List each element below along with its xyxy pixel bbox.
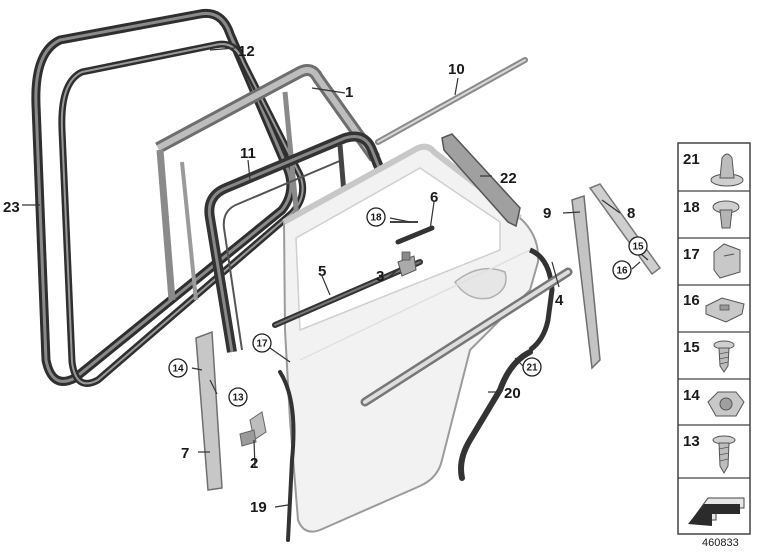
part-21-side-molding — [360, 267, 573, 407]
part-7-front-cover — [195, 330, 223, 491]
callout-2: 2 — [250, 455, 258, 472]
callout-20: 20 — [504, 385, 521, 402]
callout-10: 10 — [448, 61, 465, 78]
callout-19: 19 — [250, 499, 267, 516]
rivet-18-icon — [712, 200, 740, 229]
callout-17-circle: 17 — [256, 339, 268, 350]
part-5-beltline-strip — [272, 259, 423, 328]
callout-1: 1 — [345, 84, 353, 101]
legend-label-18: 18 — [683, 199, 700, 216]
diagram-id: 460833 — [702, 537, 739, 549]
callout-22: 22 — [500, 170, 517, 187]
callout-7: 7 — [181, 445, 189, 462]
legend-label-15: 15 — [683, 339, 700, 356]
part-20-rear-seal — [458, 349, 533, 481]
part-8-pillar-trim — [588, 183, 662, 276]
callout-23: 23 — [3, 199, 20, 216]
clip-21-icon — [710, 153, 744, 187]
screw-15-icon — [713, 340, 735, 373]
callout-18-circle: 18 — [370, 213, 382, 224]
legend-label-14: 14 — [683, 387, 700, 404]
part-4-edge-seal — [528, 247, 555, 353]
circled-callouts: 14 13 17 18 21 15 16 — [168, 207, 648, 407]
nut-14-icon — [707, 391, 745, 417]
callout-16-circle: 16 — [616, 266, 628, 277]
callout-5: 5 — [318, 263, 326, 280]
legend-label-17: 17 — [683, 246, 700, 263]
legend-label-13: 13 — [683, 433, 700, 450]
part-22-pillar-seal — [441, 133, 521, 228]
clip-nut-16-icon — [705, 297, 745, 323]
part-6-inner-strip — [395, 225, 435, 245]
callout-9: 9 — [543, 205, 551, 222]
callout-4: 4 — [555, 292, 564, 309]
part-2-bracket — [239, 411, 267, 447]
door-panel — [282, 143, 540, 533]
direction-arrow-icon — [688, 497, 745, 526]
callouts: 1 2 3 4 5 6 7 8 9 10 11 12 19 20 22 23 — [3, 43, 635, 516]
callout-8: 8 — [627, 205, 635, 222]
part-3-clip — [397, 251, 417, 277]
callout-12: 12 — [238, 43, 255, 60]
spring-nut-17-icon — [713, 243, 741, 279]
part-19-front-seal — [278, 370, 296, 542]
callout-14-circle: 14 — [172, 364, 184, 375]
callout-13-circle: 13 — [232, 393, 244, 404]
callout-6: 6 — [430, 189, 438, 206]
part-23-outer-seal — [31, 8, 296, 386]
callout-21-circle: 21 — [526, 363, 538, 374]
screw-13-icon — [712, 435, 736, 475]
part-10-upper-strip — [375, 57, 528, 145]
part-9-pillar-cover — [571, 194, 601, 370]
part-1-frame-trim — [155, 64, 380, 301]
legend-label-16: 16 — [683, 292, 700, 309]
callout-15-circle: 15 — [632, 242, 644, 253]
legend-label-21: 21 — [683, 151, 700, 168]
fastener-legend: 21 18 17 16 15 14 13 — [677, 142, 751, 535]
leader-lines — [22, 47, 649, 508]
callout-3: 3 — [376, 268, 384, 285]
callout-11: 11 — [240, 145, 256, 162]
